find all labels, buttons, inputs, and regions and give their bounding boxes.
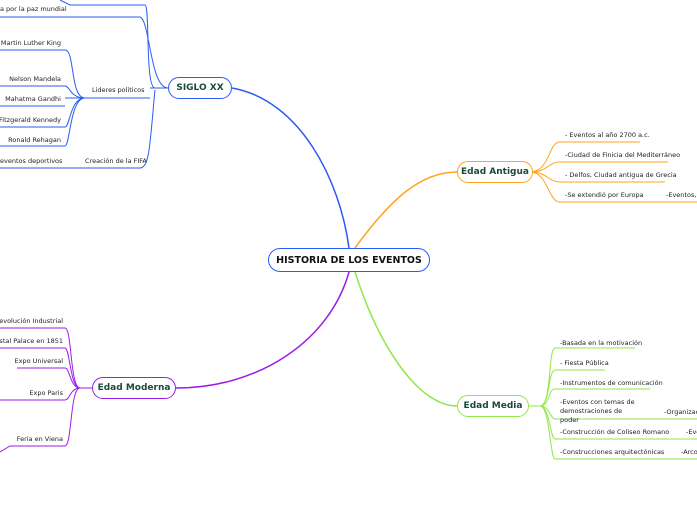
subtopic[interactable]: -Basada en la motivación xyxy=(560,339,643,347)
subtopic-lideres[interactable]: Lideres politicos xyxy=(92,86,145,94)
subtopic[interactable]: -Se extendió por Europa xyxy=(565,191,644,199)
subtopic[interactable]: eventos deportivos xyxy=(0,157,63,165)
topic-edad-moderna[interactable]: Edad Moderna xyxy=(92,377,176,399)
subtopic[interactable]: -Eve xyxy=(686,428,697,436)
topic-edad-media[interactable]: Edad Media xyxy=(457,395,529,417)
subtopic[interactable]: - Delfos, Ciudad antigua de Grecia xyxy=(565,171,677,179)
subtopic[interactable]: - Eventos al año 2700 a.c. xyxy=(565,131,650,139)
subtopic[interactable]: nn Fitzgerald Kennedy xyxy=(0,116,61,124)
subtopic[interactable]: Revolución Industrial xyxy=(0,317,63,325)
subtopic[interactable]: -Eventos con temas de demostraciones de … xyxy=(560,398,635,424)
subtopic[interactable]: -Organizació xyxy=(664,408,697,416)
subtopic[interactable]: -Eventos, F xyxy=(666,191,697,199)
subtopic[interactable]: Martin Luther King xyxy=(0,39,61,47)
subtopic[interactable]: Ronald Rehagan xyxy=(8,136,61,144)
subtopic[interactable]: -Instrumentos de comunicación xyxy=(560,379,663,387)
subtopic[interactable]: -Construcción de Coliseo Romano xyxy=(560,428,670,436)
subtopic[interactable]: Crystal Palace en 1851 xyxy=(0,337,63,345)
subtopic[interactable]: -Construcciones arquitectónicas xyxy=(560,448,665,456)
subtopic-fifa[interactable]: Creación de la FIFA xyxy=(85,157,147,165)
subtopic[interactable]: a por la paz mundial xyxy=(0,5,67,13)
central-topic[interactable]: HISTORIA DE LOS EVENTOS xyxy=(268,248,430,272)
subtopic[interactable]: Expo Universal xyxy=(14,357,64,365)
subtopic[interactable]: Mahatma Gandhi xyxy=(5,95,61,103)
topic-siglo-xx[interactable]: SIGLO XX xyxy=(168,77,232,99)
subtopic[interactable]: Feria en Viena xyxy=(16,435,63,443)
subtopic[interactable]: -Arco xyxy=(681,448,697,456)
subtopic[interactable]: Nelson Mandela xyxy=(9,75,61,83)
subtopic[interactable]: - Fiesta Pública xyxy=(560,359,609,367)
subtopic[interactable]: -Ciudad de Finicia del Mediterráneo xyxy=(565,151,681,159)
subtopic[interactable]: Expo Paris xyxy=(29,389,63,397)
topic-edad-antigua[interactable]: Edad Antigua xyxy=(457,161,533,183)
